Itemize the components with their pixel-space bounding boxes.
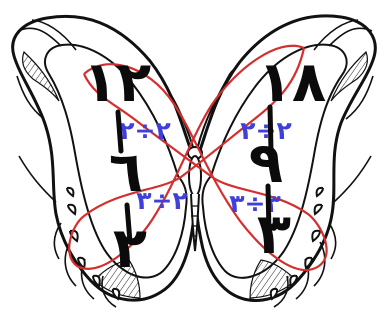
right-divide-expression: ٢÷٢	[240, 116, 291, 145]
left-top-number: ١٢	[83, 50, 151, 115]
right-top-number: ١٨	[258, 50, 326, 115]
right-lower-divide-expression: ٣÷٣	[229, 189, 280, 218]
left-lower-divide-expression: ٢÷٣	[136, 186, 187, 215]
left-divide-expression: ٢÷٢	[119, 116, 170, 145]
butterfly-abdomen	[191, 194, 199, 251]
